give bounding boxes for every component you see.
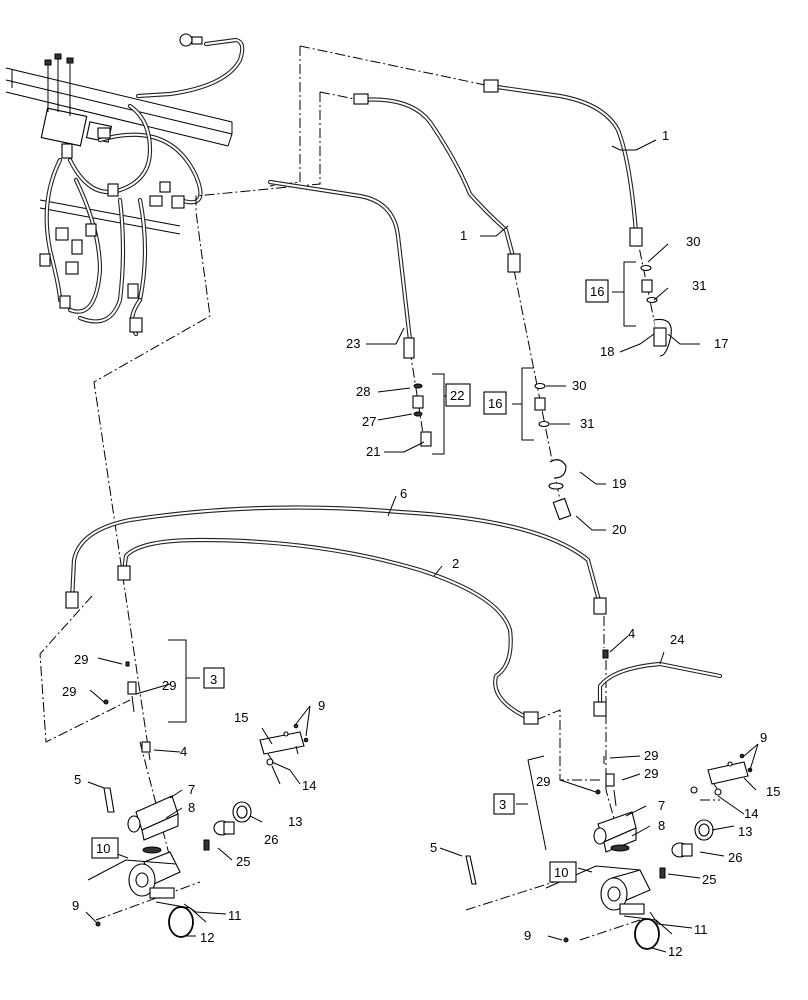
callout-1: 1 [460, 228, 467, 243]
callout-16: 16 [590, 284, 604, 299]
callout-29: 29 [644, 766, 658, 781]
callout-12: 12 [668, 944, 682, 959]
callout-9: 9 [760, 730, 767, 745]
callout-31: 31 [580, 416, 594, 431]
callout-7: 7 [658, 798, 665, 813]
callout-8: 8 [658, 818, 665, 833]
callout-1: 1 [662, 128, 669, 143]
callout-18: 18 [600, 344, 614, 359]
callout-7: 7 [188, 782, 195, 797]
callout-15: 15 [766, 784, 780, 799]
callout-16: 16 [488, 396, 502, 411]
frame-valve-assembly [5, 33, 245, 337]
hose-23 [267, 179, 415, 359]
callout-21: 21 [366, 444, 380, 459]
callout-29: 29 [62, 684, 76, 699]
callout-13: 13 [288, 814, 302, 829]
callout-5: 5 [430, 840, 437, 855]
callout-29: 29 [644, 748, 658, 763]
callout-25: 25 [702, 872, 716, 887]
callout-29: 29 [536, 774, 550, 789]
callout-4: 4 [628, 626, 635, 641]
callout-22: 22 [450, 388, 464, 403]
leader-lines [85, 139, 759, 953]
callout-10: 10 [96, 841, 110, 856]
callout-11: 11 [228, 908, 242, 923]
callout-29: 29 [162, 678, 176, 693]
bracket-15-right [690, 753, 753, 796]
hose-1-left [353, 93, 521, 273]
hose-24 [593, 661, 723, 717]
bracket-15-left [259, 723, 309, 766]
callout-15: 15 [234, 710, 248, 725]
callout-11: 11 [694, 922, 708, 937]
steering-unit-left [95, 661, 252, 938]
callout-9: 9 [318, 698, 325, 713]
callout-27: 27 [362, 414, 376, 429]
callout-boxes [91, 279, 609, 883]
hose-2 [117, 537, 539, 725]
callout-30: 30 [572, 378, 586, 393]
callout-20: 20 [612, 522, 626, 537]
callout-30: 30 [686, 234, 700, 249]
callout-13: 13 [738, 824, 752, 839]
callout-29: 29 [74, 652, 88, 667]
callout-4: 4 [180, 744, 187, 759]
callout-5: 5 [74, 772, 81, 787]
callout-25: 25 [236, 854, 250, 869]
callout-19: 19 [612, 476, 626, 491]
callout-28: 28 [356, 384, 370, 399]
callout-3: 3 [499, 797, 506, 812]
callout-10: 10 [554, 865, 568, 880]
callout-3: 3 [210, 672, 217, 687]
callout-23: 23 [346, 336, 360, 351]
hose-6 [65, 505, 607, 615]
callout-24: 24 [670, 632, 684, 647]
callout-17: 17 [714, 336, 728, 351]
callout-2: 2 [452, 556, 459, 571]
steering-unit-right [465, 649, 714, 950]
callout-31: 31 [692, 278, 706, 293]
fitting-group-16-right [640, 264, 672, 357]
fitting-group-22 [412, 383, 432, 447]
callout-8: 8 [188, 800, 195, 815]
callout-14: 14 [744, 806, 758, 821]
callout-26: 26 [728, 850, 742, 865]
callout-12: 12 [200, 930, 214, 945]
callout-9: 9 [524, 928, 531, 943]
routing-centerlines [39, 45, 720, 941]
fitting-group-16-center [534, 382, 572, 521]
callout-26: 26 [264, 832, 278, 847]
callout-labels: 1 1 30 31 16 18 17 23 28 22 27 21 16 30 … [62, 128, 780, 959]
callout-14: 14 [302, 778, 316, 793]
hose-1-right [483, 79, 643, 247]
callout-6: 6 [400, 486, 407, 501]
callout-9: 9 [72, 898, 79, 913]
group-brackets [87, 261, 673, 935]
